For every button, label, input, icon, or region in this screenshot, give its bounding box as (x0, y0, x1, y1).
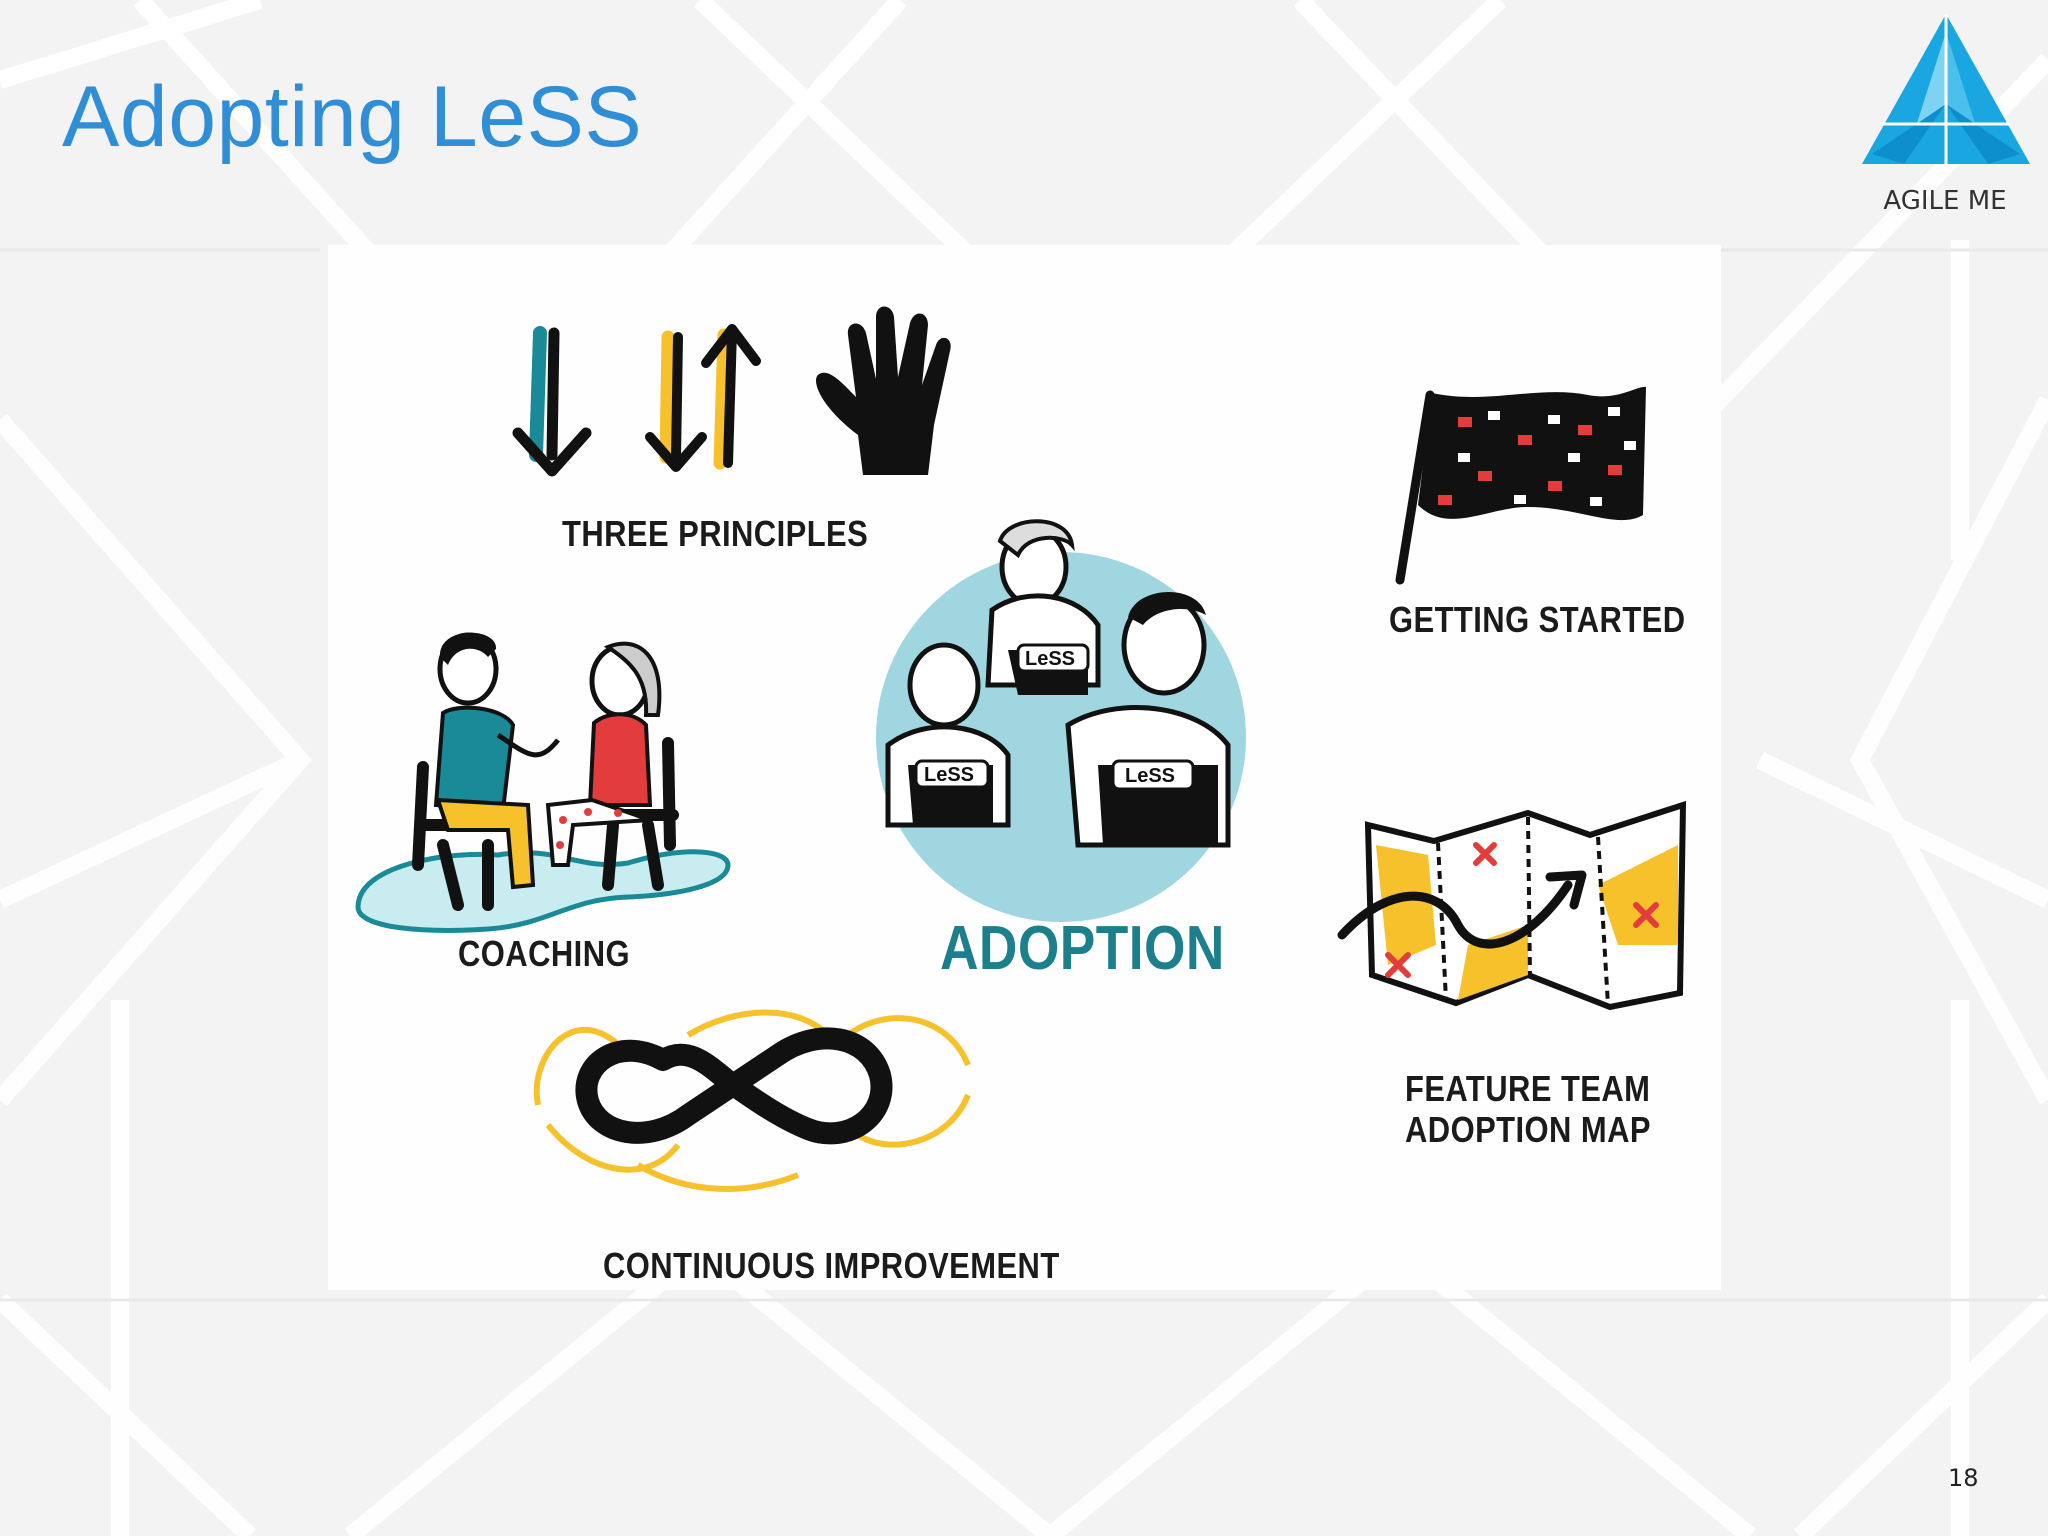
label-getting-started: GETTING STARTED (1389, 599, 1686, 640)
label-coaching: COACHING (458, 933, 630, 974)
infinity-icon (533, 1009, 971, 1192)
triangle-logo-icon (1862, 14, 2030, 164)
down-arrow-icon (512, 326, 592, 477)
checkered-flag-icon (1395, 386, 1646, 585)
label-three-principles: THREE PRINCIPLES (562, 513, 869, 554)
label-continuous-improvement: CONTINUOUS IMPROVEMENT (603, 1245, 1060, 1286)
agile-me-logo: AGILE ME (1860, 14, 2030, 216)
shirt-label: LeSS (1125, 765, 1175, 787)
shirt-label: LeSS (924, 764, 974, 786)
up-down-arrows-icon (645, 324, 761, 472)
page-number: 18 (1948, 1464, 1979, 1492)
shirt-label: LeSS (1025, 648, 1075, 670)
illustration-panel: LeSS LeSS LeSS T (328, 245, 1721, 1290)
label-adoption: ADOPTION (940, 914, 1225, 983)
label-feature-team: FEATURE TEAM (1405, 1068, 1651, 1109)
treasure-map-icon (1337, 800, 1687, 1011)
logo-text: AGILE ME (1883, 186, 2007, 216)
coaching-illustration (355, 632, 731, 933)
label-adoption-map: ADOPTION MAP (1405, 1109, 1651, 1150)
slide-title: Adopting LeSS (62, 69, 643, 165)
stop-hand-icon (816, 306, 951, 475)
adoption-illustration: LeSS LeSS LeSS (876, 519, 1246, 922)
illustration-drawing: LeSS LeSS LeSS (355, 306, 1687, 1192)
